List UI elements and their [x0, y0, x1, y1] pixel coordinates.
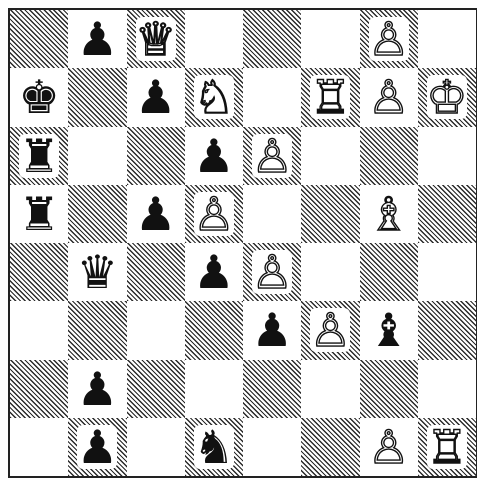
square-h5[interactable]	[418, 185, 476, 243]
square-e3[interactable]: ♟	[243, 301, 301, 359]
square-d7[interactable]: ♘	[185, 68, 243, 126]
square-b1[interactable]: ♟	[68, 418, 126, 476]
white-rook-icon[interactable]: ♖	[310, 74, 351, 120]
square-f8[interactable]	[301, 10, 359, 68]
square-d5[interactable]: ♙	[185, 185, 243, 243]
black-rook-icon[interactable]: ♜	[19, 191, 60, 237]
square-g2[interactable]	[360, 360, 418, 418]
square-b4[interactable]: ♛	[68, 243, 126, 301]
square-b7[interactable]	[68, 68, 126, 126]
square-f3[interactable]: ♙	[301, 301, 359, 359]
white-queen-icon[interactable]: ♕	[135, 16, 176, 62]
square-g3[interactable]: ♝	[360, 301, 418, 359]
square-b3[interactable]	[68, 301, 126, 359]
black-pawn-icon[interactable]: ♟	[77, 366, 118, 412]
square-f5[interactable]	[301, 185, 359, 243]
square-g6[interactable]	[360, 127, 418, 185]
square-e2[interactable]	[243, 360, 301, 418]
square-c5[interactable]: ♟	[127, 185, 185, 243]
square-b6[interactable]	[68, 127, 126, 185]
white-pawn-icon[interactable]: ♙	[193, 191, 234, 237]
square-a1[interactable]	[10, 418, 68, 476]
square-f4[interactable]	[301, 243, 359, 301]
black-bishop-icon[interactable]: ♝	[368, 307, 409, 353]
black-pawn-icon[interactable]: ♟	[193, 249, 234, 295]
square-e6[interactable]: ♙	[243, 127, 301, 185]
white-pawn-icon[interactable]: ♙	[252, 249, 293, 295]
square-b5[interactable]	[68, 185, 126, 243]
black-knight-icon[interactable]: ♞	[193, 424, 234, 470]
square-a7[interactable]: ♚	[10, 68, 68, 126]
square-g1[interactable]: ♙	[360, 418, 418, 476]
square-a6[interactable]: ♜	[10, 127, 68, 185]
black-rook-icon[interactable]: ♜	[19, 133, 60, 179]
white-bishop-icon[interactable]: ♗	[368, 191, 409, 237]
square-g7[interactable]: ♙	[360, 68, 418, 126]
black-king-icon[interactable]: ♚	[19, 74, 60, 120]
square-e5[interactable]	[243, 185, 301, 243]
black-pawn-icon[interactable]: ♟	[77, 424, 118, 470]
chess-board: ♟ ♕ ♙ ♚ ♟ ♘ ♖ ♙ ♔ ♜ ♟ ♙ ♜ ♟ ♙ ♗ ♛ ♟ ♙ ♟ ♙ ♝ ♟ ♟ ♞ ♙ ♖	[8, 8, 477, 478]
white-pawn-icon[interactable]: ♙	[252, 133, 293, 179]
white-king-icon[interactable]: ♔	[426, 74, 467, 120]
square-h1[interactable]: ♖	[418, 418, 476, 476]
square-d3[interactable]	[185, 301, 243, 359]
white-pawn-icon[interactable]: ♙	[368, 74, 409, 120]
square-a8[interactable]	[10, 10, 68, 68]
square-h3[interactable]	[418, 301, 476, 359]
square-a3[interactable]	[10, 301, 68, 359]
white-rook-icon[interactable]: ♖	[426, 424, 467, 470]
square-c8[interactable]: ♕	[127, 10, 185, 68]
black-pawn-icon[interactable]: ♟	[252, 307, 293, 353]
square-h6[interactable]	[418, 127, 476, 185]
square-d6[interactable]: ♟	[185, 127, 243, 185]
white-pawn-icon[interactable]: ♙	[368, 424, 409, 470]
square-d8[interactable]	[185, 10, 243, 68]
white-pawn-icon[interactable]: ♙	[310, 307, 351, 353]
white-knight-icon[interactable]: ♘	[193, 74, 234, 120]
square-h8[interactable]	[418, 10, 476, 68]
square-e4[interactable]: ♙	[243, 243, 301, 301]
square-e8[interactable]	[243, 10, 301, 68]
square-c2[interactable]	[127, 360, 185, 418]
square-d4[interactable]: ♟	[185, 243, 243, 301]
square-a5[interactable]: ♜	[10, 185, 68, 243]
square-a4[interactable]	[10, 243, 68, 301]
square-g8[interactable]: ♙	[360, 10, 418, 68]
square-f6[interactable]	[301, 127, 359, 185]
square-c3[interactable]	[127, 301, 185, 359]
square-c6[interactable]	[127, 127, 185, 185]
black-queen-icon[interactable]: ♛	[77, 249, 118, 295]
square-b2[interactable]: ♟	[68, 360, 126, 418]
black-pawn-icon[interactable]: ♟	[193, 133, 234, 179]
square-h2[interactable]	[418, 360, 476, 418]
black-pawn-icon[interactable]: ♟	[77, 16, 118, 62]
square-b8[interactable]: ♟	[68, 10, 126, 68]
square-a2[interactable]	[10, 360, 68, 418]
square-g5[interactable]: ♗	[360, 185, 418, 243]
square-d2[interactable]	[185, 360, 243, 418]
white-pawn-icon[interactable]: ♙	[368, 16, 409, 62]
square-h4[interactable]	[418, 243, 476, 301]
square-f2[interactable]	[301, 360, 359, 418]
square-g4[interactable]	[360, 243, 418, 301]
square-c7[interactable]: ♟	[127, 68, 185, 126]
square-e1[interactable]	[243, 418, 301, 476]
square-e7[interactable]	[243, 68, 301, 126]
square-c1[interactable]	[127, 418, 185, 476]
square-c4[interactable]	[127, 243, 185, 301]
square-h7[interactable]: ♔	[418, 68, 476, 126]
black-pawn-icon[interactable]: ♟	[135, 74, 176, 120]
square-d1[interactable]: ♞	[185, 418, 243, 476]
black-pawn-icon[interactable]: ♟	[135, 191, 176, 237]
square-f7[interactable]: ♖	[301, 68, 359, 126]
square-f1[interactable]	[301, 418, 359, 476]
